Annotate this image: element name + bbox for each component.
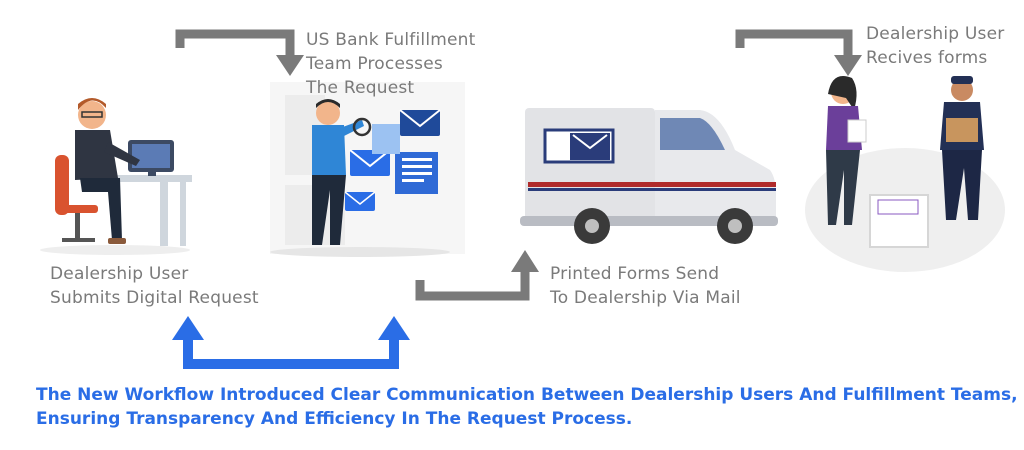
step-receive-line1: Dealership User xyxy=(866,24,1005,44)
step-submit-label: Dealership User Submits Digital Request xyxy=(50,262,259,310)
step-receive-line2: Recives forms xyxy=(866,48,988,68)
step-process-line2: Team Processes xyxy=(306,54,443,74)
step-mail-label: Printed Forms Send To Dealership Via Mai… xyxy=(550,262,741,310)
step-submit-line2: Submits Digital Request xyxy=(50,288,259,308)
fulfillment-team-illustration xyxy=(270,82,465,257)
step-process-line3: The Request xyxy=(306,78,415,98)
step-process-line1: US Bank Fulfillment xyxy=(306,30,476,50)
dealership-receiver-illustration xyxy=(805,76,1005,272)
step-receive-label: Dealership User Recives forms xyxy=(866,22,1004,70)
step-process-label: US Bank Fulfillment Team Processes The R… xyxy=(306,28,476,100)
connector-arrow-to-receiver xyxy=(735,29,853,58)
workflow-summary: The New Workflow Introduced Clear Commun… xyxy=(36,383,1018,431)
feedback-loop-arrow xyxy=(172,316,410,369)
step-mail-line2: To Dealership Via Mail xyxy=(550,288,741,308)
mail-van-illustration xyxy=(520,108,778,244)
dealership-user-desk-illustration xyxy=(40,98,192,255)
connector-arrow-to-processing xyxy=(175,29,295,58)
step-submit-line1: Dealership User xyxy=(50,264,189,284)
connector-arrow-to-mail xyxy=(415,270,530,301)
workflow-summary-line1: The New Workflow Introduced Clear Commun… xyxy=(36,385,1018,405)
workflow-summary-line2: Ensuring Transparency And Efficiency In … xyxy=(36,409,633,429)
step-mail-line1: Printed Forms Send xyxy=(550,264,720,284)
